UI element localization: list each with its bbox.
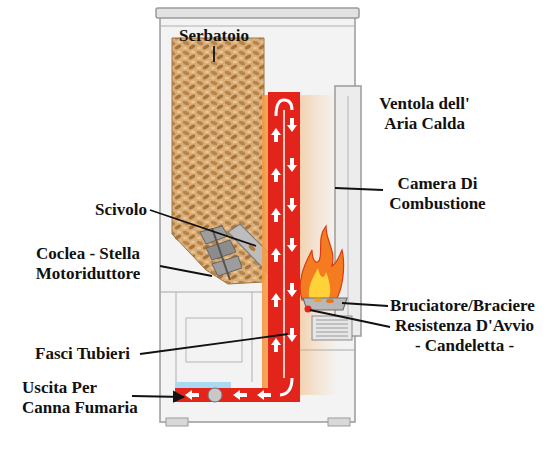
burning-pellet [326,299,334,303]
flow-arrow [287,283,297,297]
flow-arrow [257,390,271,400]
part-label: Scivolo [95,200,175,220]
grid-lines [316,320,348,336]
leader-line [342,303,388,306]
flow-turn [276,100,292,116]
pellet-hopper [172,38,264,284]
body-line [176,292,177,382]
flame-core [309,268,330,300]
flame [300,226,343,300]
flow-arrow [287,198,297,212]
part-label: Bruciatore/Braciere [390,296,558,316]
part-label: Fasci Tubieri [35,344,155,364]
flow-arrow [271,128,281,142]
part-label: Resistenza D'Avvio - Candeletta - [392,316,537,356]
leader-line [160,266,212,276]
stove-foot [328,418,350,426]
part-label: Ventola dell' Aria Calda [367,94,482,134]
leader-line [132,396,184,397]
part-label: Serbatoio [164,26,264,46]
igniter [305,306,312,313]
leader-line [335,188,383,190]
body-line [252,292,253,382]
duct-divider [283,110,285,378]
flow-arrow [287,158,297,172]
smoke-fan [208,388,222,402]
flow-arrow [271,293,281,307]
flow-arrow [185,390,199,400]
body-line [160,291,262,292]
stove-foot [166,418,188,426]
stove-body [160,14,355,422]
leader-line [213,46,215,62]
flow-turn [280,378,292,395]
flow-arrow [287,238,297,252]
door-line [348,96,349,326]
flow-arrow [287,118,297,132]
flow-arrow [287,328,297,342]
leader-line [150,210,256,246]
part-label: Coclea - Stella Motoriduttore [18,244,158,284]
ash-grid [312,316,352,340]
flow-arrow [271,248,281,262]
flow-arrow [271,338,281,352]
leader-lines [132,46,390,397]
body-panel [186,318,242,362]
part-label: Uscita Per Canna Fumaria [22,378,144,418]
heat-exchanger-duct [268,92,300,402]
stove-lid [156,8,359,18]
leader-line [310,310,390,327]
flue-outlet [175,382,231,388]
part-label: Camera Di Combustione [380,174,495,214]
flow-arrow [271,208,281,222]
flow-arrow [233,390,247,400]
burning-pellet [314,298,322,302]
leader-line [140,334,288,354]
flow-arrow [271,168,281,182]
